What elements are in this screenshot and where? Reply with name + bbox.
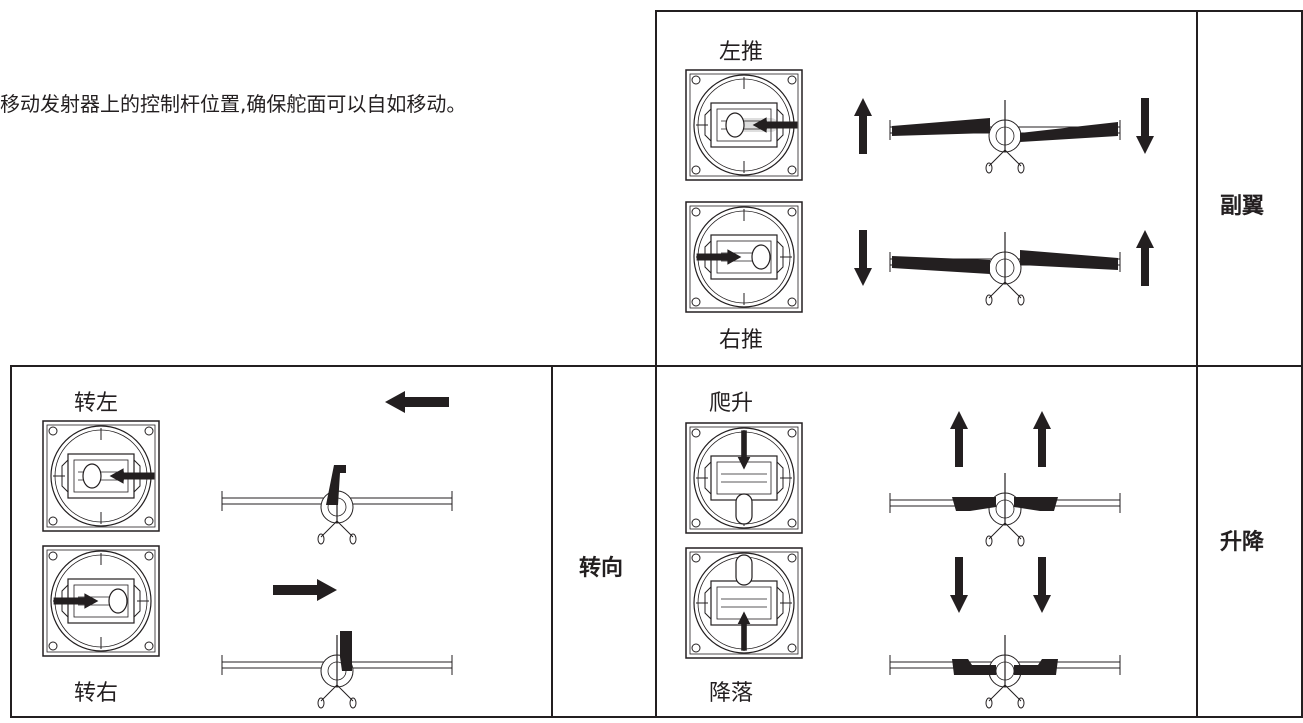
rudder-gimbal-top: [42, 420, 160, 532]
aileron-down-arrow-right: [1136, 98, 1154, 154]
aileron-up-arrow-left: [854, 98, 872, 154]
aileron-divider: [1196, 12, 1198, 365]
elevator-bottom-label: 降落: [709, 681, 754, 706]
rudder-bottom-right-arrow: [273, 579, 337, 601]
elevator-up-arrow-left: [950, 411, 968, 467]
rudder-top-left-arrow: [385, 391, 449, 413]
rudder-divider: [551, 367, 553, 716]
rudder-table: 转左 转右 转向: [10, 365, 657, 718]
elevator-plane-top: [889, 472, 1121, 547]
aileron-down-arrow-left: [854, 230, 872, 286]
aileron-up-arrow-right: [1136, 230, 1154, 286]
rudder-plane-bottom: [221, 631, 453, 709]
aileron-gimbal-top: [685, 69, 803, 181]
aileron-title: 副翼: [1220, 194, 1265, 219]
aileron-top-label: 左推: [719, 40, 764, 65]
intro-text: 移动发射器上的控制杆位置,确保舵面可以自如移动。: [0, 92, 467, 116]
elevator-gimbal-top: [685, 422, 803, 534]
elevator-title: 升降: [1220, 530, 1265, 555]
elevator-down-arrow-left: [950, 557, 968, 613]
aileron-plane-top: [889, 99, 1121, 174]
elevator-plane-bottom: [889, 634, 1121, 709]
rudder-top-label: 转左: [74, 391, 119, 416]
rudder-title: 转向: [579, 556, 624, 581]
aileron-plane-bottom: [889, 231, 1121, 306]
elevator-table: 爬升 降落 升降: [655, 365, 1303, 718]
rudder-gimbal-bottom: [42, 545, 160, 657]
aileron-table: 左推 右推 副翼: [655, 10, 1303, 367]
aileron-bottom-label: 右推: [719, 328, 764, 353]
rudder-bottom-label: 转右: [74, 681, 119, 706]
elevator-gimbal-bottom: [685, 547, 803, 659]
rudder-plane-top: [221, 465, 453, 545]
elevator-up-arrow-right: [1033, 411, 1051, 467]
elevator-divider: [1196, 367, 1198, 716]
aileron-gimbal-bottom: [685, 201, 803, 313]
elevator-top-label: 爬升: [709, 391, 754, 416]
elevator-down-arrow-right: [1033, 557, 1051, 613]
